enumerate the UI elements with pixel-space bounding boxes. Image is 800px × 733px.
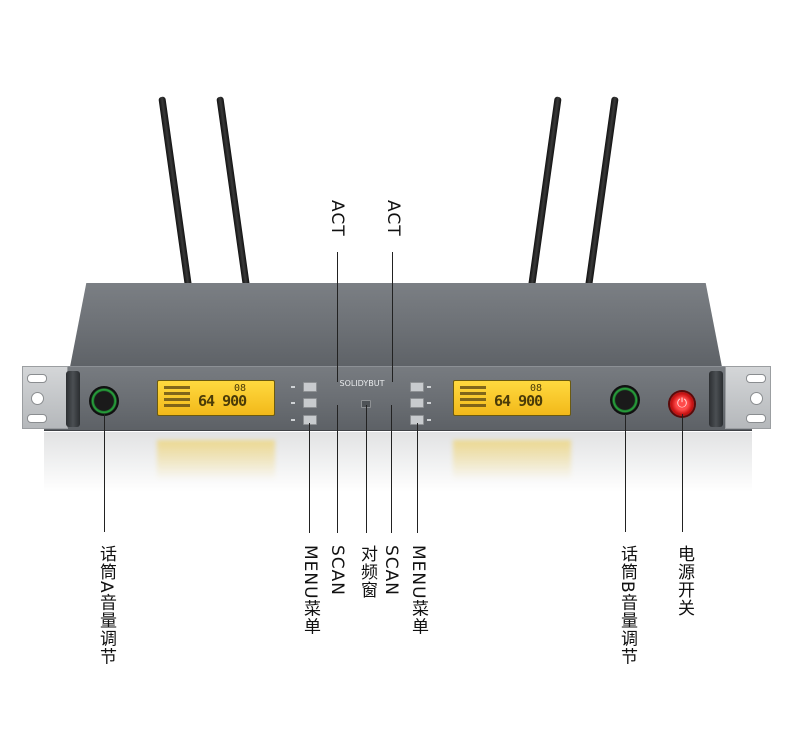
scan-led-a — [291, 402, 295, 404]
act-label-b: ACT — [383, 200, 403, 237]
act-led-a — [291, 386, 295, 388]
act-label-a: ACT — [327, 200, 347, 237]
menu-led-b — [427, 419, 431, 421]
menu-led-a — [291, 419, 295, 421]
label-scan-a: SCAN — [327, 545, 347, 597]
scan-b-callout — [391, 405, 392, 533]
label-menu-b: MENU菜单 — [408, 545, 428, 636]
knob-b-callout — [625, 414, 626, 532]
ear-slot-icon — [27, 374, 47, 383]
handle-right[interactable] — [709, 371, 723, 427]
lcd-b-reflection — [453, 440, 571, 480]
label-knob-a: 话筒A音量调节 — [96, 545, 116, 666]
label-menu-a: MENU菜单 — [300, 545, 320, 636]
lcd-b-frequency: 900 — [518, 392, 543, 410]
volume-knob-a[interactable] — [89, 386, 119, 416]
ear-hole-icon — [31, 392, 44, 405]
rack-ear-right — [725, 366, 771, 429]
label-knob-b: 话筒B音量调节 — [617, 545, 637, 666]
volume-knob-b[interactable] — [610, 385, 640, 415]
scan-led-b — [427, 402, 431, 404]
panel-reflection — [44, 432, 752, 492]
power-callout — [682, 414, 683, 532]
act-led-b — [427, 386, 431, 388]
front-panel — [44, 366, 752, 431]
act-a-callout — [337, 252, 338, 382]
lcd-a-frequency: 900 — [222, 392, 247, 410]
lcd-display-a: 08 64 900 — [157, 380, 275, 416]
label-pair-window: 对频窗 — [357, 545, 377, 599]
lcd-b-small-readout: 08 — [530, 383, 543, 394]
signal-bars-icon — [164, 386, 190, 410]
lcd-a-small-readout: 08 — [234, 383, 247, 394]
antenna-b2 — [585, 96, 619, 288]
handle-left[interactable] — [66, 371, 80, 427]
scan-a-callout — [337, 405, 338, 533]
scan-button-a[interactable] — [303, 398, 317, 408]
antenna-a1 — [158, 96, 192, 288]
brand-logo: SOLIDYBUT — [339, 379, 385, 388]
antenna-b1 — [528, 96, 562, 288]
ear-slot-icon — [746, 414, 766, 423]
antenna-a2 — [216, 96, 250, 288]
lcd-a-readout: 64 900 — [198, 392, 247, 410]
lcd-b-readout: 64 900 — [494, 392, 543, 410]
lcd-a-reflection — [157, 440, 275, 480]
lcd-display-b: 08 64 900 — [453, 380, 571, 416]
menu-b-callout — [417, 423, 418, 533]
pair-callout — [366, 405, 367, 533]
ear-slot-icon — [746, 374, 766, 383]
ear-hole-icon — [750, 392, 763, 405]
act-b-callout — [392, 252, 393, 382]
knob-a-callout — [104, 414, 105, 532]
act-button-b[interactable] — [410, 382, 424, 392]
chassis-top — [70, 283, 722, 367]
rack-ear-left — [22, 366, 68, 429]
lcd-a-channel: 64 — [198, 392, 215, 410]
label-power: 电源开关 — [674, 545, 694, 617]
menu-button-a[interactable] — [303, 415, 317, 425]
label-scan-b: SCAN — [381, 545, 401, 597]
act-button-a[interactable] — [303, 382, 317, 392]
signal-bars-icon — [460, 386, 486, 410]
power-button[interactable]: ⏻ — [670, 392, 694, 416]
scan-button-b[interactable] — [410, 398, 424, 408]
ear-slot-icon — [27, 414, 47, 423]
lcd-b-channel: 64 — [494, 392, 511, 410]
menu-a-callout — [309, 423, 310, 533]
power-icon: ⏻ — [676, 396, 688, 411]
